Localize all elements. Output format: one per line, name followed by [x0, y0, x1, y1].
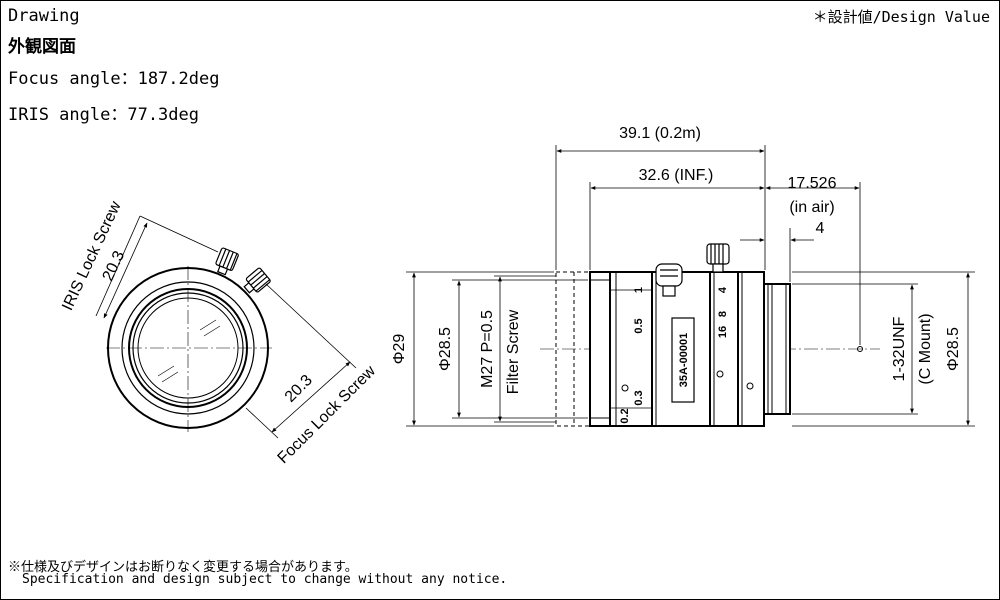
mount-depth-label: 4: [816, 220, 825, 237]
mount-thread-label: 1-32UNF: [891, 316, 908, 381]
diameter-28-5-left-label: Φ28.5: [437, 327, 454, 371]
flange-back-label: 17.526: [788, 175, 837, 192]
iris-lock-screw-icon: [215, 247, 239, 276]
focus-angle-spec: Focus angle：187.2deg: [8, 69, 220, 89]
title-japanese: 外観図面: [8, 37, 76, 57]
focus-mark-1: 1: [633, 287, 645, 293]
focus-mark-0-2: 0.2: [619, 408, 631, 423]
flange-back-note: (in air): [789, 199, 834, 216]
dimension-lines: [406, 145, 975, 427]
diameter-29-label: Φ29: [391, 334, 408, 365]
model-plate: [671, 317, 695, 403]
iris-screw-length-label: 20.3: [100, 248, 129, 283]
focus-screw-name-label: Focus Lock Screw: [275, 362, 380, 467]
filter-screw-label: Filter Screw: [505, 309, 522, 394]
c-mount-label: (C Mount): [917, 313, 934, 384]
image-plane-point: [857, 346, 863, 352]
filter-screw-section: [555, 271, 591, 427]
model-number: 35A-00001: [678, 333, 690, 387]
diameter-28-5-right-label: Φ28.5: [945, 327, 962, 371]
iris-mark-16: 16: [717, 326, 729, 338]
design-value-note: ＊設計値/Design Value: [812, 8, 990, 26]
title-english: Drawing: [8, 6, 80, 26]
length-inf-label: 32.6 (INF.): [639, 167, 714, 184]
focus-mark-0-3: 0.3: [633, 390, 645, 405]
front-view: [106, 266, 272, 432]
focus-mark-0-5: 0.5: [633, 318, 645, 333]
filter-screw-thread-label: M27 P=0.5: [479, 310, 496, 388]
iris-knob-icon: [706, 243, 730, 273]
length-close-label: 39.1 (0.2m): [619, 125, 701, 142]
focus-screw-dimension: [245, 283, 357, 439]
iris-screw-dimension: [95, 215, 219, 319]
footer-note-english: Specification and design subject to chan…: [22, 572, 508, 587]
focus-lock-screw-icon: [243, 267, 271, 294]
iris-mark-4: 4: [717, 286, 729, 293]
iris-mark-8: 8: [717, 311, 729, 317]
footer-note-japanese: ※仕様及びデザインはお断りなく変更する場合があります。: [8, 560, 358, 575]
focus-screw-length-label: 20.3: [282, 372, 316, 406]
iris-angle-spec: IRIS angle：77.3deg: [8, 105, 199, 125]
focus-knob-icon: [655, 263, 683, 297]
lens-body: [589, 271, 791, 427]
